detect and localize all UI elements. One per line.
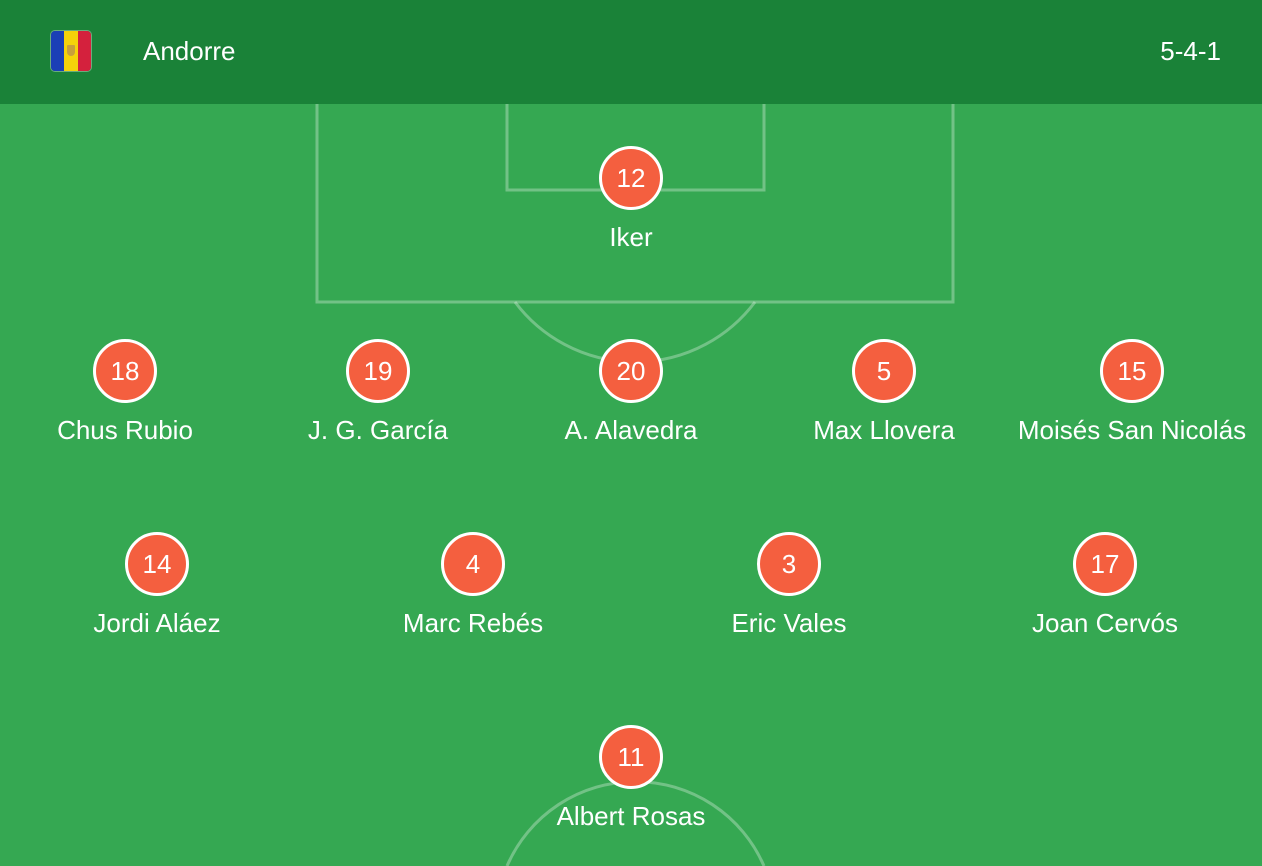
player-card[interactable]: 3 Eric Vales <box>659 532 919 638</box>
player-number-badge: 11 <box>599 725 663 789</box>
player-number-badge: 18 <box>93 339 157 403</box>
player-name: J. G. García <box>307 415 449 445</box>
pitch: 12 Iker 18 Chus Rubio 19 J. G. García 20… <box>0 104 1262 866</box>
player-card[interactable]: 15 Moisés San Nicolás <box>1002 339 1262 445</box>
player-number-badge: 19 <box>346 339 410 403</box>
player-number-badge: 3 <box>757 532 821 596</box>
player-number-badge: 4 <box>441 532 505 596</box>
player-name: A. Alavedra <box>564 415 698 445</box>
player-number-badge: 5 <box>852 339 916 403</box>
player-name: Albert Rosas <box>556 801 706 831</box>
player-card[interactable]: 20 A. Alavedra <box>501 339 761 445</box>
player-card[interactable]: 11 Albert Rosas <box>501 725 761 831</box>
player-name: Max Llovera <box>813 415 955 445</box>
formation-label: 5-4-1 <box>1160 36 1221 66</box>
player-number-badge: 17 <box>1073 532 1137 596</box>
player-name: Marc Rebés <box>402 608 544 638</box>
player-card[interactable]: 19 J. G. García <box>248 339 508 445</box>
player-number-badge: 12 <box>599 146 663 210</box>
player-number-badge: 14 <box>125 532 189 596</box>
player-card[interactable]: 14 Jordi Aláez <box>27 532 287 638</box>
player-number-badge: 15 <box>1100 339 1164 403</box>
player-name: Joan Cervós <box>1032 608 1178 638</box>
player-card[interactable]: 5 Max Llovera <box>754 339 1014 445</box>
player-card[interactable]: 18 Chus Rubio <box>0 339 255 445</box>
player-name: Jordi Aláez <box>93 608 221 638</box>
player-name: Eric Vales <box>731 608 847 638</box>
player-name: Moisés San Nicolás <box>1017 415 1247 445</box>
player-card[interactable]: 12 Iker <box>501 146 761 252</box>
player-card[interactable]: 4 Marc Rebés <box>343 532 603 638</box>
player-name: Chus Rubio <box>57 415 193 445</box>
player-card[interactable]: 17 Joan Cervós <box>975 532 1235 638</box>
player-number-badge: 20 <box>599 339 663 403</box>
team-header: Andorre 5-4-1 <box>0 0 1262 104</box>
team-name: Andorre <box>143 36 236 66</box>
andorra-flag-icon <box>51 31 91 71</box>
player-name: Iker <box>609 222 653 252</box>
